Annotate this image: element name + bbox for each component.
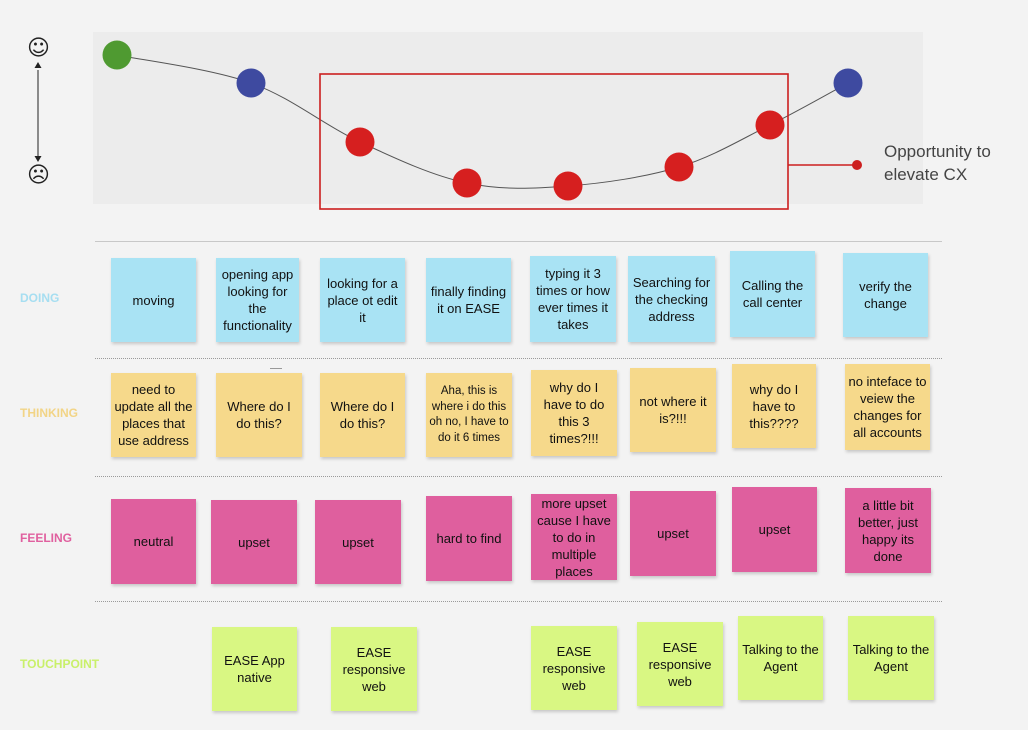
thinking-note: why do I have to do this 3 times?!!! [531, 370, 617, 456]
opportunity-callout: Opportunity to elevate CX [884, 142, 991, 184]
doing-note: moving [111, 258, 196, 342]
doing-note: verify the change [843, 253, 928, 337]
feeling-note: more upset cause I have to do in multipl… [531, 494, 617, 580]
emotion-axis-arrow-down [34, 156, 42, 162]
journey-point [236, 68, 266, 98]
journey-point [664, 152, 694, 182]
smiley-face-icon: ☺ [27, 36, 50, 61]
feeling-note: a little bit better, just happy its done [845, 488, 931, 573]
feeling-note: upset [732, 487, 817, 572]
touchpoint-note: EASE responsive web [531, 626, 617, 710]
divider [95, 601, 942, 602]
doing-note: Calling the call center [730, 251, 815, 337]
stray-mark [270, 368, 282, 369]
journey-point [553, 171, 583, 201]
thinking-note: Where do I do this? [216, 373, 302, 457]
thinking-note: why do I have to this???? [732, 364, 816, 448]
feeling-note: hard to find [426, 496, 512, 581]
thinking-note: no inteface to veiew the changes for all… [845, 364, 930, 450]
divider [95, 476, 942, 477]
callout-dot [852, 160, 862, 170]
feeling-note: upset [315, 500, 401, 584]
journey-point [345, 127, 375, 157]
frowny-face-icon: ☹ [27, 163, 50, 188]
feeling-note: neutral [111, 499, 196, 584]
doing-note: looking for a place ot edit it [320, 258, 405, 342]
journey-point [102, 40, 132, 70]
divider [95, 241, 942, 242]
doing-note: typing it 3 times or how ever times it t… [530, 256, 616, 342]
doing-note: Searching for the checking address [628, 256, 715, 342]
divider [95, 358, 942, 359]
emotion-axis-arrow-up [34, 62, 42, 68]
journey-point [755, 110, 785, 140]
row-label-thinking: THINKING [20, 406, 78, 420]
thinking-note: Aha, this is where i do this oh no, I ha… [426, 373, 512, 457]
thinking-note: need to update all the places that use a… [111, 373, 196, 457]
row-label-touchpoint: TOUCHPOINT [20, 657, 100, 671]
feeling-note: upset [630, 491, 716, 576]
opportunity-highlight-box [319, 73, 789, 210]
touchpoint-note: Talking to the Agent [738, 616, 823, 700]
touchpoint-note: EASE responsive web [331, 627, 417, 711]
journey-curve-line [116, 54, 849, 189]
touchpoint-note: EASE App native [212, 627, 297, 711]
touchpoint-note: Talking to the Agent [848, 616, 934, 700]
row-label-feeling: FEELING [20, 531, 73, 545]
touchpoint-note: EASE responsive web [637, 622, 723, 706]
row-label-doing: DOING [20, 291, 60, 305]
doing-note: opening app looking for the functionalit… [216, 258, 299, 342]
journey-point [833, 68, 863, 98]
feeling-note: upset [211, 500, 297, 584]
doing-note: finally finding it on EASE [426, 258, 511, 342]
thinking-note: not where it is?!!! [630, 368, 716, 452]
thinking-note: Where do I do this? [320, 373, 405, 457]
journey-point [452, 168, 482, 198]
